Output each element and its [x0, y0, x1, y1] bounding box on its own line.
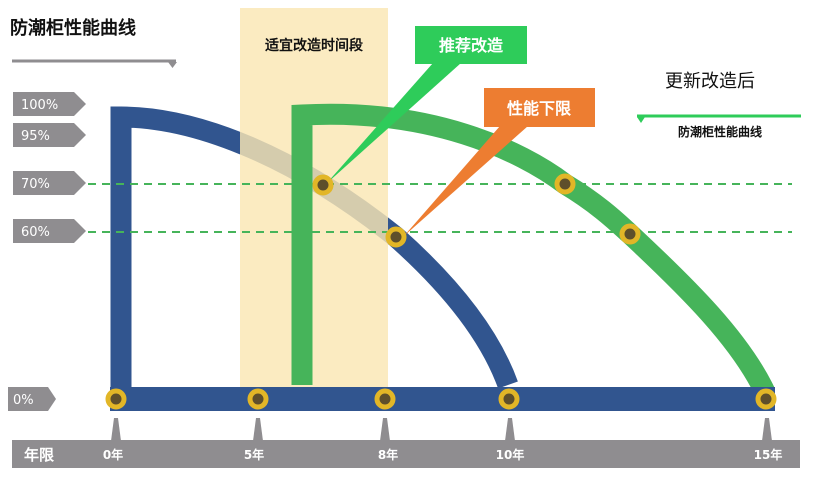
band-label: 适宜改造时间段	[265, 37, 363, 54]
y-label-100: 100%	[21, 98, 58, 113]
legend-title: 更新改造后	[665, 71, 755, 92]
y-labels	[8, 92, 86, 411]
x-tick-8: 8年	[378, 447, 398, 462]
y-label-0: 0%	[13, 393, 34, 408]
renewed-performance-curve	[291, 103, 775, 397]
legend-marker	[637, 117, 645, 123]
title-underline-marker	[168, 62, 177, 68]
point-5yr	[247, 388, 269, 410]
point-15yr	[755, 388, 777, 410]
diagram-title: 防潮柜性能曲线	[10, 17, 136, 39]
x-axis-bar	[12, 440, 800, 468]
legend-subtitle: 防潮柜性能曲线	[678, 124, 762, 139]
point-8yr	[374, 388, 396, 410]
y-label-70: 70%	[21, 177, 50, 192]
point-10yr	[498, 388, 520, 410]
data-points	[105, 173, 777, 410]
point-0yr	[105, 388, 127, 410]
y-label-95: 95%	[21, 129, 50, 144]
recommend-label: 推荐改造	[439, 36, 504, 55]
recommend-callout	[415, 26, 527, 64]
y-tag-0	[8, 387, 56, 411]
point-recommend-70	[312, 174, 334, 196]
point-8yr-original-60	[385, 226, 407, 248]
limit-pointer	[404, 126, 528, 236]
suitable-renovation-band	[240, 8, 388, 387]
y-tag-60	[13, 219, 86, 243]
point-renewed-70	[554, 173, 576, 195]
y-tag-95	[13, 123, 86, 147]
limit-label: 性能下限	[507, 99, 572, 118]
y-tag-100	[13, 92, 86, 116]
recommend-pointer	[326, 63, 461, 184]
x-tick-5: 5年	[244, 447, 264, 462]
x-tick-0: 0年	[103, 447, 123, 462]
x-axis-label: 年限	[24, 446, 54, 464]
point-renewed-60	[619, 223, 641, 245]
y-label-60: 60%	[21, 225, 50, 240]
x-tick-10: 10年	[496, 447, 525, 462]
limit-callout	[484, 88, 595, 127]
x-ticks	[111, 418, 772, 441]
y-tag-70	[13, 171, 86, 195]
x-tick-15: 15年	[754, 447, 783, 462]
timeline-bar	[110, 387, 775, 411]
